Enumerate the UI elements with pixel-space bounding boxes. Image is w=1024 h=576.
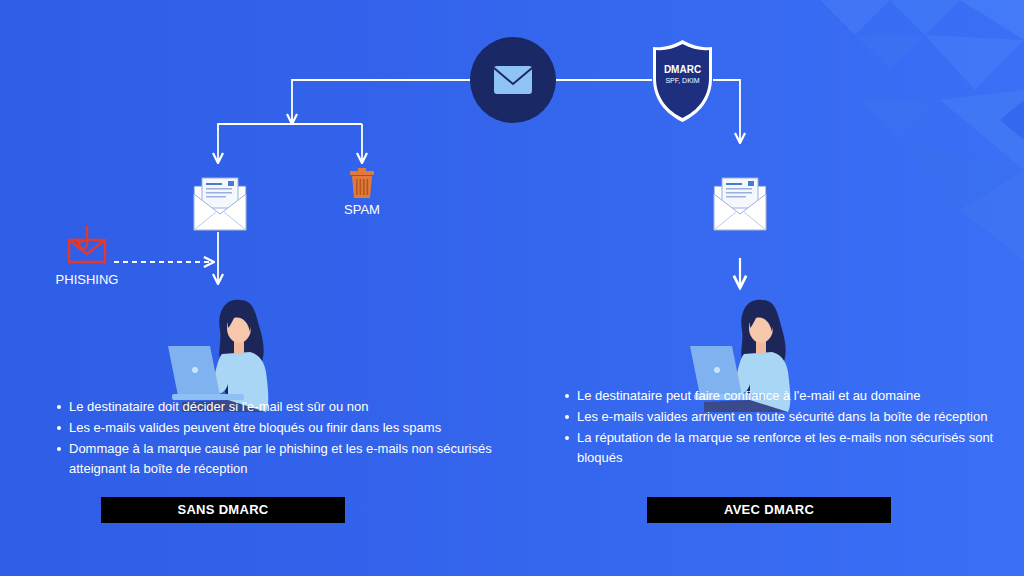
email-envelope: [194, 178, 246, 230]
section-title: AVEC DMARC: [724, 502, 814, 518]
decor-triangles: [820, 0, 1024, 260]
mail-circle: [470, 37, 556, 123]
bullet-text-content: Les e-mails valides arrivent en toute sé…: [577, 409, 987, 424]
spam-label: SPAM: [330, 202, 394, 218]
bullet-text: Les e-mails valides arrivent en toute sé…: [565, 407, 995, 427]
bullet-dot: [57, 447, 61, 451]
bullet-dot: [565, 394, 569, 398]
bullet-text: Le destinataire peut faire confiance à l…: [565, 386, 995, 406]
phishing-symbol: [65, 226, 109, 264]
trash-icon: [350, 168, 374, 198]
shield-title: DMARC: [650, 64, 715, 76]
email-envelope: [714, 178, 766, 230]
section-title: SANS DMARC: [177, 502, 268, 518]
bullet-dot: [57, 426, 61, 430]
woman-laptop: [168, 300, 268, 412]
bullet-text: La réputation de la marque se renforce e…: [565, 428, 995, 468]
dmarc-shield: DMARCSPF, DKIM: [650, 38, 715, 124]
bullet-text: Les e-mails valides peuvent être bloqués…: [57, 418, 497, 438]
section-label: SANS DMARC: [101, 497, 345, 523]
flow-lines: [114, 80, 740, 288]
spam-bin: SPAM: [330, 168, 394, 228]
bullet-text-content: La réputation de la marque se renforce e…: [577, 430, 993, 465]
bullet-dot: [565, 436, 569, 440]
phishing-icon: PHISHING: [40, 226, 134, 306]
bullet-text-content: Le destinataire peut faire confiance à l…: [577, 388, 921, 403]
bullet-text-content: Le destinataire doit décider si l'e-mail…: [69, 399, 368, 414]
bullet-dot: [565, 415, 569, 419]
bullet-text-content: Dommage à la marque causé par le phishin…: [69, 441, 492, 476]
bullet-dot: [57, 405, 61, 409]
phishing-label: PHISHING: [40, 272, 134, 288]
bullet-text: Le destinataire doit décider si l'e-mail…: [57, 397, 497, 417]
bullet-text: Dommage à la marque causé par le phishin…: [57, 439, 497, 479]
bullet-text-content: Les e-mails valides peuvent être bloqués…: [69, 420, 441, 435]
section-label: AVEC DMARC: [647, 497, 891, 523]
shield-subtitle: SPF, DKIM: [650, 76, 715, 86]
